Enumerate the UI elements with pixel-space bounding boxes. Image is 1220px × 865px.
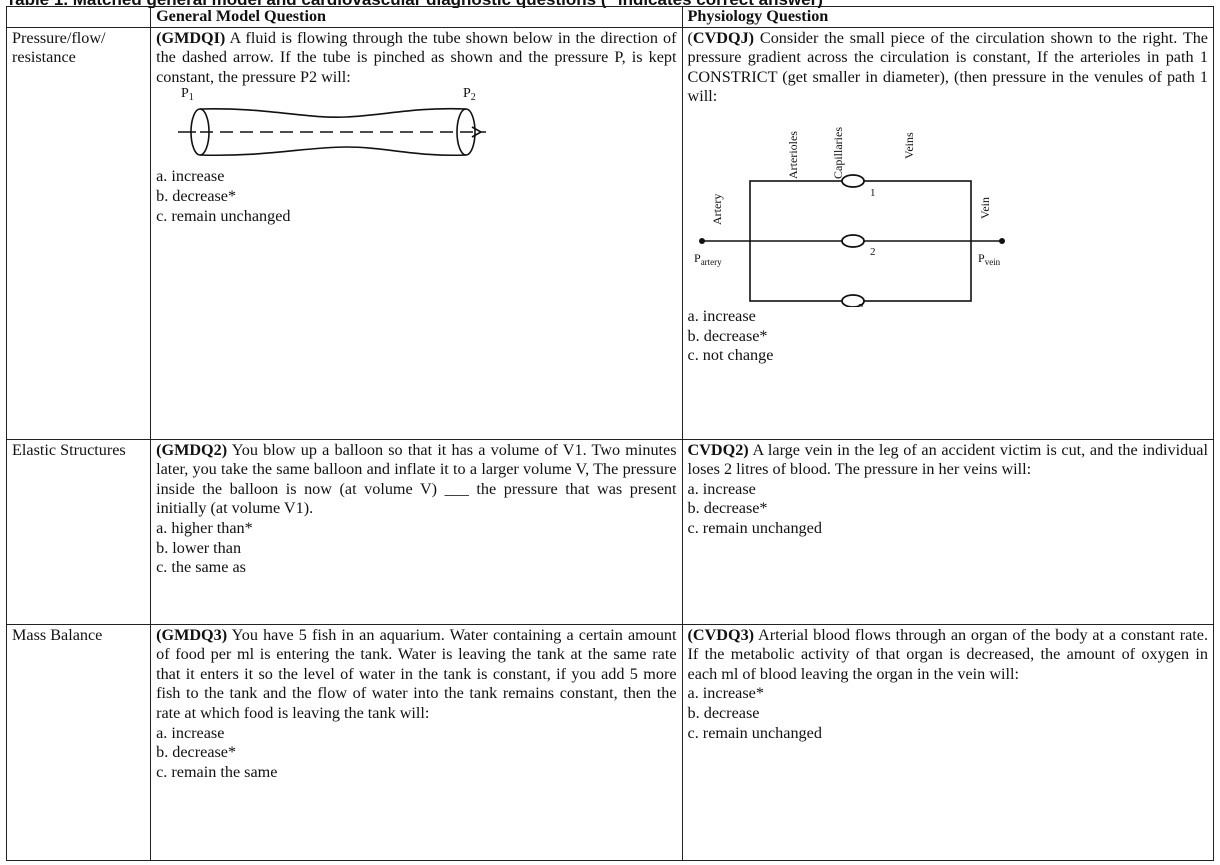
veins-label: Veins [902,132,916,159]
option-a: a. increase [156,167,225,186]
header-physiology: Physiology Question [681,6,1215,28]
path-1-label: 1 [870,187,876,199]
option-a: a. increase [687,479,756,498]
question-id: (CVDQ3) [687,625,755,644]
topic-cell: Mass Balance [5,623,152,861]
question-id: (GMDQ2) [156,440,228,459]
question-id: (GMDQ3) [156,625,228,644]
option-b: b. decrease [687,703,760,722]
header-general-model: General Model Question [150,6,683,28]
question-text: (CVDQ3) Arterial blood flows through an … [688,626,1208,685]
option-b: b. decrease* [687,326,768,345]
physiology-question-cell: (CVDQJ) Consider the small piece of the … [681,26,1215,440]
flow-arrowhead [471,126,483,139]
pinched-tube-diagram: P1 P2 [178,86,487,157]
tube-bottom-wall [200,146,467,157]
artery-node [698,237,705,244]
tube-right-opening [456,108,476,157]
tube-top-wall [200,108,467,119]
path-3-label: 3 [858,302,864,307]
question-body: Arterial blood flows through an organ of… [687,625,1208,683]
general-question-cell: (GMDQI) A fluid is flowing through the t… [150,26,683,440]
questions-table: General Model Question Physiology Questi… [5,6,1215,861]
option-b: b. decrease* [156,186,237,205]
p-artery-label: Partery [694,251,722,267]
question-id: CVDQJ) [692,28,755,47]
header-topic [5,6,152,28]
vein-node [998,237,1005,244]
option-c: c. remain unchanged [156,206,291,225]
question-body: Consider the small piece of the circulat… [687,28,1208,106]
question-text: (GMDQ3) You have 5 fish in an aquarium. … [156,626,676,724]
capillary-2 [840,234,865,248]
option-c: c. the same as [156,558,246,577]
question-body: You have 5 fish in an aquarium. Water co… [156,625,677,722]
path-2-label: 2 [870,246,876,258]
table-caption: Table 1. Matched general model and cardi… [6,0,1216,8]
question-body: A large vein in the leg of an accident v… [687,440,1208,479]
option-b: b. decrease* [156,743,237,762]
option-a: a. increase [687,306,756,325]
option-c: c. not change [687,346,774,365]
option-a: a. increase [156,723,225,742]
p1-label: P1 [181,86,194,103]
general-question-cell: (GMDQ2) You blow up a balloon so that it… [150,438,683,625]
option-a: a. increase* [687,684,764,703]
table-row-pressure-flow: Pressure/flow/ resistance (GMDQI) A flui… [5,26,1215,440]
capillary-3 [840,294,865,307]
circulation-diagram: Arterioles Capillaries Veins Artery Vein… [694,127,1005,307]
question-text: CVDQ2) A large vein in the leg of an acc… [688,441,1208,480]
p-vein-label: Pvein [978,251,1001,267]
option-b: b. lower than [156,538,242,557]
question-body: You blow up a balloon so that it has a v… [156,440,677,518]
general-question-cell: (GMDQ3) You have 5 fish in an aquarium. … [150,623,683,861]
capillary-1 [840,174,865,188]
capillaries-label: Capillaries [831,127,845,179]
vein-label: Vein [978,197,992,219]
arterioles-label: Arterioles [786,131,800,179]
question-id: (GMDQI) [156,28,226,47]
header-row: General Model Question Physiology Questi… [5,6,1215,28]
topic-cell: Elastic Structures [5,438,152,625]
p2-label: P2 [463,86,476,103]
question-id-paren: ( [687,28,693,47]
topic-cell: Pressure/flow/ resistance [5,26,152,440]
option-a: a. higher than* [156,518,253,537]
artery-label: Artery [710,194,724,225]
option-c: c. remain unchanged [687,723,822,742]
question-body: A fluid is flowing through the tube show… [156,28,677,86]
option-c: c. remain unchanged [687,518,822,537]
question-id: CVDQ2) [687,440,749,459]
option-c: c. remain the same [156,762,278,781]
table-row-elastic-structures: Elastic Structures (GMDQ2) You blow up a… [5,438,1215,625]
question-text: (GMDQI) A fluid is flowing through the t… [156,29,676,88]
physiology-question-cell: CVDQ2) A large vein in the leg of an acc… [681,438,1215,625]
question-text: (CVDQJ) Consider the small piece of the … [688,29,1208,107]
option-b: b. decrease* [687,499,768,518]
table-row-mass-balance: Mass Balance (GMDQ3) You have 5 fish in … [5,623,1215,861]
question-text: (GMDQ2) You blow up a balloon so that it… [156,441,676,519]
physiology-question-cell: (CVDQ3) Arterial blood flows through an … [681,623,1215,861]
